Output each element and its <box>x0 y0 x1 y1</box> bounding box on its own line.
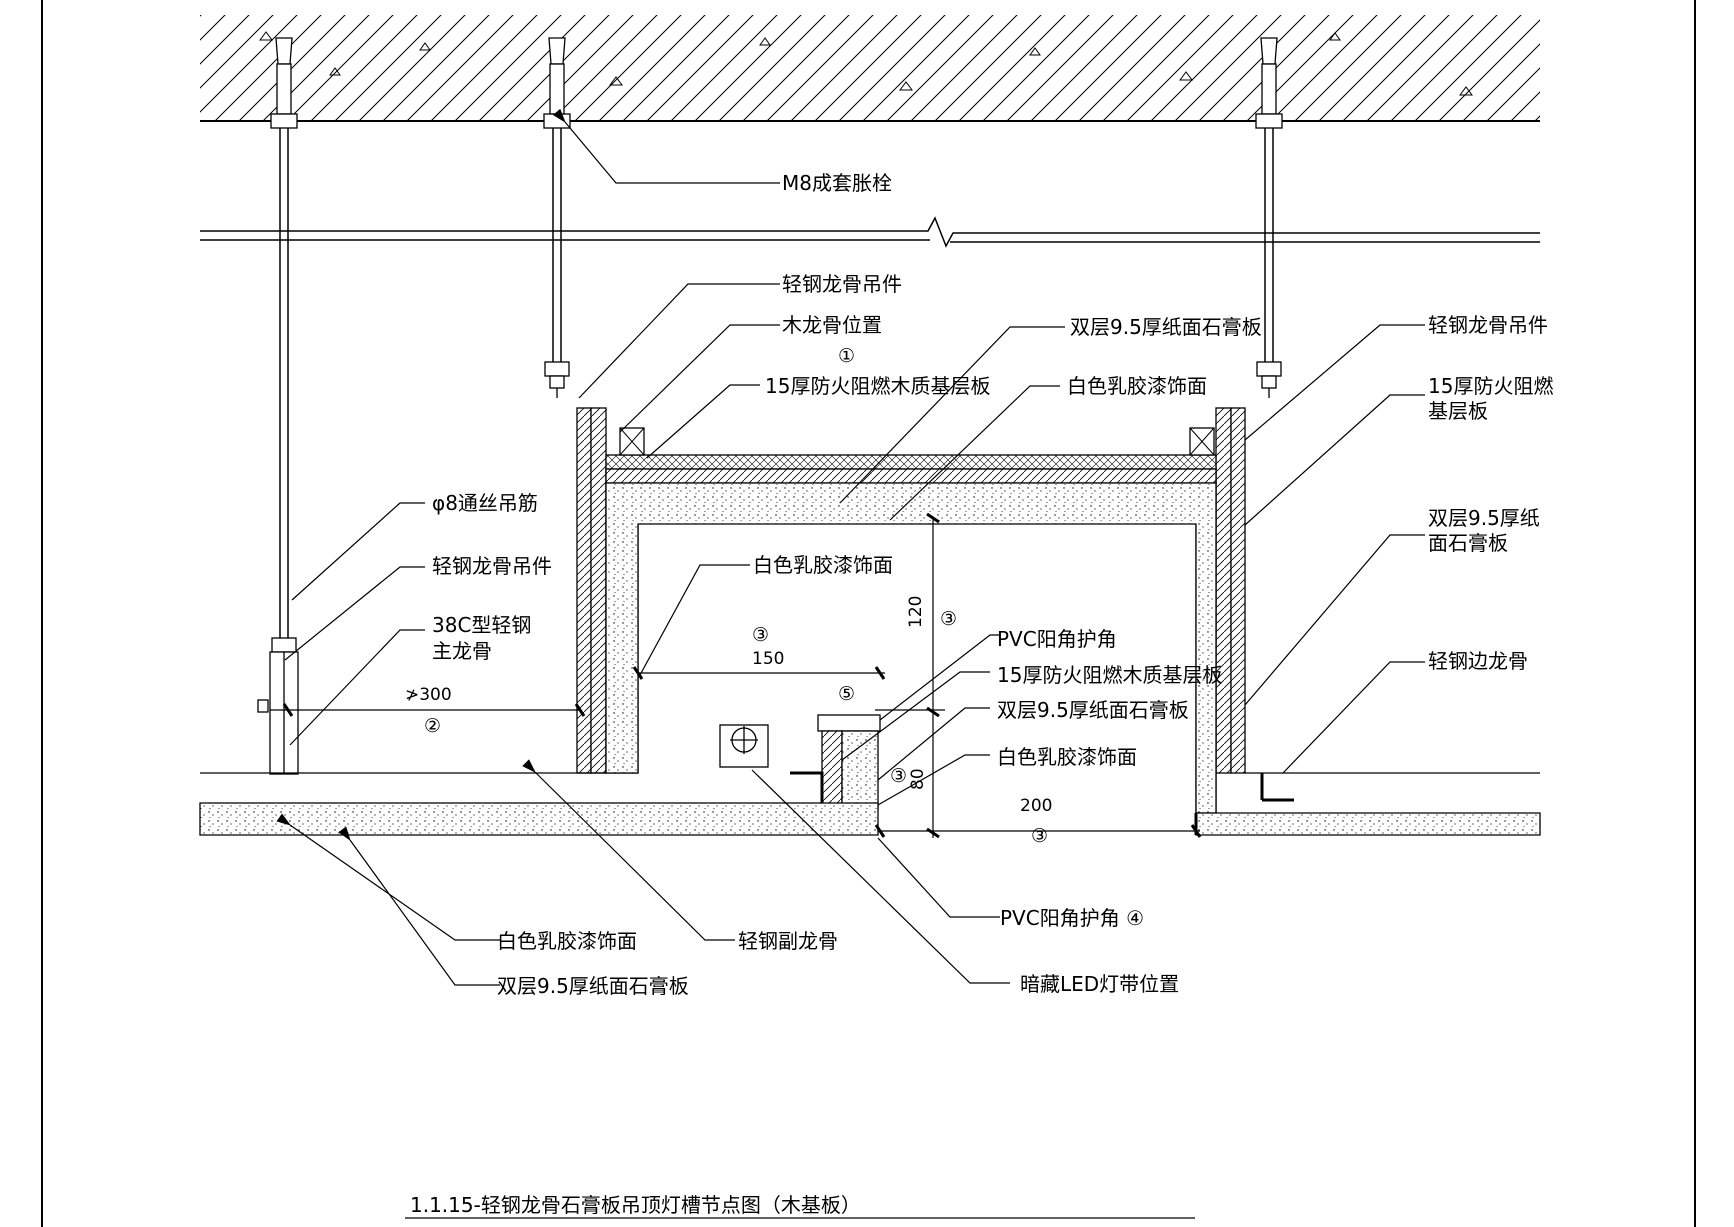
slot-top <box>605 427 1217 814</box>
main-keel-hanger-left <box>257 637 299 775</box>
label-pvc-2: PVC阳角护角 ④ <box>1000 906 1144 930</box>
dim-200: 200 <box>1020 796 1052 816</box>
expansion-bolt-left <box>270 37 298 129</box>
label-rod: φ8通丝吊筋 <box>432 491 538 515</box>
dim-300-num: ② <box>424 715 441 737</box>
label-fire-right-2: 基层板 <box>1428 399 1488 423</box>
slot-lip <box>790 714 881 813</box>
dim-5: ⑤ <box>838 683 855 705</box>
label-sub-keel: 轻钢副龙骨 <box>738 929 838 953</box>
label-hanger-2: 轻钢龙骨吊件 <box>432 554 552 578</box>
label-main-keel-1: 38C型轻钢 <box>432 613 531 637</box>
dim-150-num: ③ <box>752 624 769 646</box>
label-wood-position: 木龙骨位置 <box>782 313 882 337</box>
leader-lines <box>276 108 1425 986</box>
sheet-frame <box>41 0 1696 1227</box>
dim-80-num: ③ <box>890 765 907 787</box>
hanger-clip-mid <box>544 361 570 398</box>
concrete-slab <box>200 15 1540 122</box>
label-m8-bolt: M8成套胀栓 <box>782 171 892 195</box>
break-line <box>200 216 1540 248</box>
label-hanger-1: 轻钢龙骨吊件 <box>782 272 902 296</box>
dim-80: 80 <box>908 768 928 790</box>
label-paint-top: 白色乳胶漆饰面 <box>1067 374 1207 398</box>
label-gypsum-mid: 双层9.5厚纸面石膏板 <box>997 698 1189 722</box>
label-paint-mid: 白色乳胶漆饰面 <box>997 745 1137 769</box>
expansion-bolt-right <box>1255 37 1283 129</box>
annotation-labels: M8成套胀栓 轻钢龙骨吊件 木龙骨位置 ① 15厚防火阻燃木质基层板 双层9.5… <box>432 171 1553 998</box>
dim-120-num: ③ <box>940 608 957 630</box>
label-gypsum-right-1: 双层9.5厚纸 <box>1428 506 1540 530</box>
label-fire-right-1: 15厚防火阻燃 <box>1428 374 1553 398</box>
label-hanger-right: 轻钢龙骨吊件 <box>1428 313 1548 337</box>
label-gypsum-top: 双层9.5厚纸面石膏板 <box>1070 315 1262 339</box>
dim-200-num: ③ <box>1031 825 1048 847</box>
drawing-title-text: 1.1.15-轻钢龙骨石膏板吊顶灯槽节点图（木基板） <box>410 1193 861 1217</box>
hanger-clip-right <box>1256 361 1282 398</box>
ceiling-board <box>199 772 1541 836</box>
dim-300: ≯300 <box>405 685 452 705</box>
label-fire-board-1: 15厚防火阻燃木质基层板 <box>765 374 990 398</box>
label-main-keel-2: 主龙骨 <box>432 639 492 663</box>
dim-150: 150 <box>752 649 784 669</box>
dimension-texts: ≯300 ② ③ 150 120 ③ ⑤ 80 ③ 200 ③ <box>405 596 1052 847</box>
label-gypsum-bottom: 双层9.5厚纸面石膏板 <box>497 974 689 998</box>
dimension-lines <box>270 512 1202 839</box>
label-paint-bottom: 白色乳胶漆饰面 <box>497 929 637 953</box>
dim-120: 120 <box>906 596 926 628</box>
label-led: 暗藏LED灯带位置 <box>1020 972 1179 996</box>
label-pvc-1: PVC阳角护角 <box>997 627 1117 651</box>
led-strip-fixture <box>719 724 769 768</box>
drawing-title: 1.1.15-轻钢龙骨石膏板吊顶灯槽节点图（木基板） <box>405 1193 1195 1219</box>
label-paint-inner: 白色乳胶漆饰面 <box>753 553 893 577</box>
label-edge-keel: 轻钢边龙骨 <box>1428 649 1528 673</box>
label-fire-board-2: 15厚防火阻燃木质基层板 <box>997 663 1222 687</box>
label-gypsum-right-2: 面石膏板 <box>1428 531 1508 555</box>
hanger-rods <box>279 128 1274 640</box>
label-wood-position-num: ① <box>838 345 855 367</box>
